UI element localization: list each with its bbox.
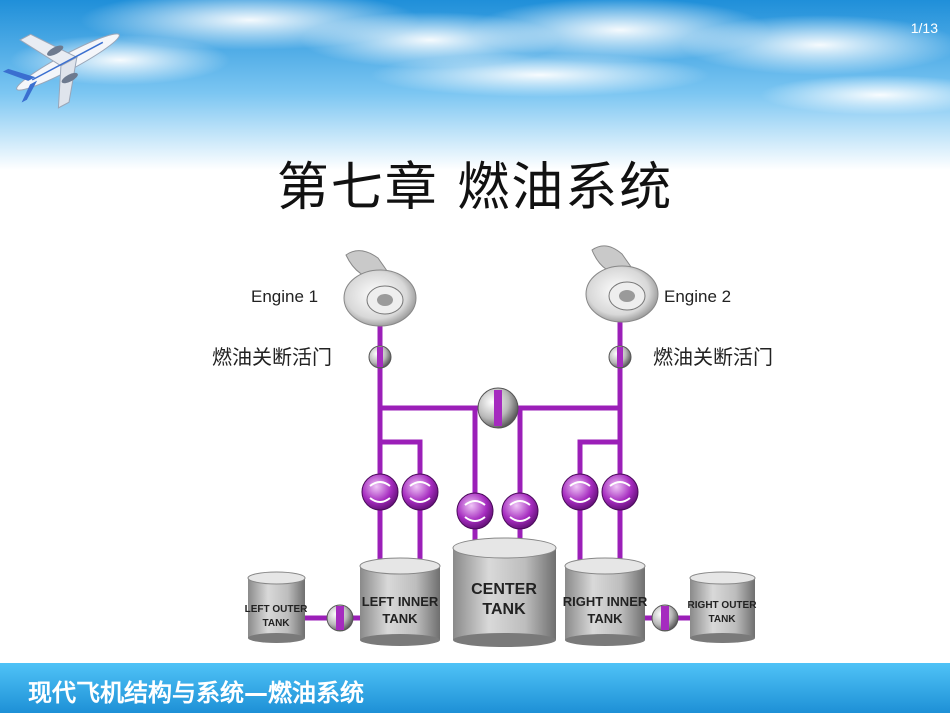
sky-banner — [0, 0, 950, 170]
footer-bar: 现代飞机结构与系统—燃油系统 — [0, 663, 950, 713]
center-tank-label-line2: TANK — [482, 601, 526, 618]
engine-1-label: Engine 1 — [251, 287, 318, 306]
transfer-valve-right-icon — [651, 604, 679, 632]
center-tank — [452, 537, 557, 647]
crossfeed-valve-icon — [477, 387, 519, 429]
left-inner-tank-label-line2: TANK — [382, 611, 418, 626]
slide-title: 第七章 燃油系统 — [276, 158, 674, 218]
center-tank-label-line1: CENTER — [471, 581, 537, 598]
left-inner-tank — [359, 557, 441, 646]
transfer-valve-left-icon — [326, 604, 354, 632]
engine-2-icon — [585, 245, 659, 323]
right-outer-tank — [689, 571, 756, 643]
shutoff-valve-2-icon — [608, 345, 632, 369]
right-inner-tank-label-line2: TANK — [587, 611, 623, 626]
engine-2-label: Engine 2 — [664, 287, 731, 306]
right-outer-tank-label-line1: RIGHT OUTER — [688, 600, 758, 611]
engine-1-icon — [343, 250, 417, 327]
pump-center-1-icon — [456, 492, 494, 530]
pump-left-inner-1-icon — [361, 473, 399, 511]
left-inner-tank-label-line1: LEFT INNER — [362, 594, 439, 609]
right-outer-tank-label-line2: TANK — [708, 614, 736, 625]
right-inner-tank-label-line1: RIGHT INNER — [563, 594, 648, 609]
shutoff-valve-1-icon — [368, 345, 392, 369]
left-outer-tank-label-line1: LEFT OUTER — [245, 604, 309, 615]
airplane-icon — [2, 33, 120, 109]
pump-center-2-icon — [501, 492, 539, 530]
shutoff-valve-2-label: 燃油关断活门 — [653, 345, 773, 369]
footer-title: 现代飞机结构与系统—燃油系统 — [28, 679, 364, 707]
shutoff-valve-1-label: 燃油关断活门 — [212, 345, 332, 369]
pump-left-inner-2-icon — [401, 473, 439, 511]
right-inner-tank — [564, 557, 646, 646]
fuel-system-diagram: Engine 1 Engine 2 燃油关断活门 燃油关断活门 — [212, 245, 773, 647]
pump-right-inner-1-icon — [561, 473, 599, 511]
page-number: 1/13 — [910, 20, 938, 36]
left-outer-tank-label-line2: TANK — [262, 618, 290, 629]
left-outer-tank — [247, 571, 306, 643]
pump-right-inner-2-icon — [601, 473, 639, 511]
